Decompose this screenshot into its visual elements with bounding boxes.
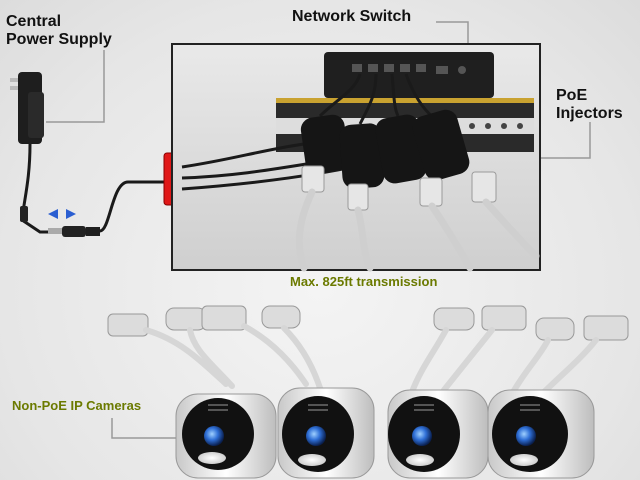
power-supply-label-line1: Central bbox=[6, 13, 62, 30]
cameras-label: Non-PoE IP Cameras bbox=[12, 398, 142, 413]
poe-callout-line bbox=[532, 122, 591, 159]
power-supply-label: Central Power Supply bbox=[6, 13, 112, 50]
left-pigtails bbox=[107, 305, 301, 337]
camera-4 bbox=[487, 389, 595, 479]
network-switch-label: Network Switch bbox=[292, 8, 412, 25]
power-callout-line bbox=[46, 50, 105, 123]
camera-1 bbox=[175, 393, 277, 479]
power-supply-label-line2: Power Supply bbox=[6, 31, 112, 49]
cameras-callout-line bbox=[111, 418, 180, 439]
poe-label-line1: PoE bbox=[556, 87, 588, 104]
right-pigtails bbox=[433, 305, 629, 341]
arrow-icon bbox=[66, 209, 76, 219]
poe-injectors-label: PoE Injectors bbox=[556, 87, 623, 124]
switch-photo bbox=[171, 43, 541, 272]
poe-label-line2: Injectors bbox=[556, 105, 623, 123]
transmission-label: Max. 825ft transmission bbox=[290, 274, 438, 289]
camera-2 bbox=[277, 387, 375, 479]
arrow-icon bbox=[48, 209, 58, 219]
power-adapter bbox=[10, 72, 164, 237]
camera-3 bbox=[387, 389, 489, 479]
